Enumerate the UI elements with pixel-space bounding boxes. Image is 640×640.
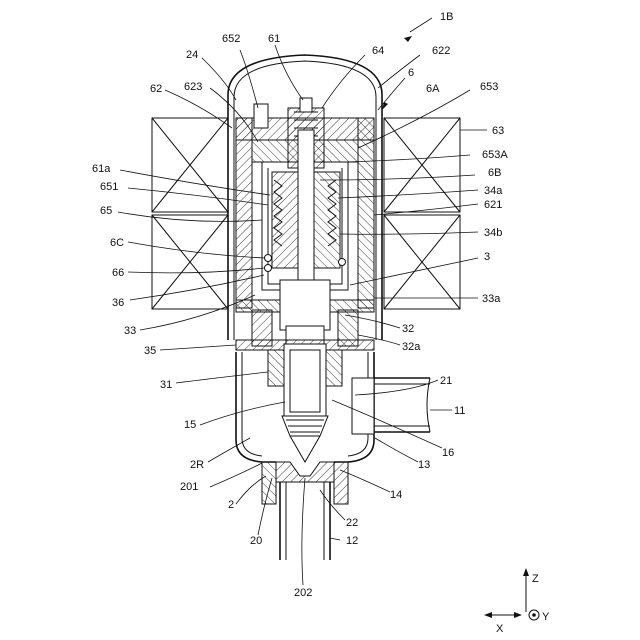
label-202: 202 <box>294 587 312 599</box>
label-20: 20 <box>250 535 262 547</box>
valve-body-upper <box>236 280 374 350</box>
coordinate-axes: Z X Y <box>484 568 550 635</box>
label-652: 652 <box>222 33 240 45</box>
coil-left <box>152 118 228 309</box>
label-35: 35 <box>144 345 156 357</box>
label-12: 12 <box>346 535 358 547</box>
valve-needle <box>282 416 328 462</box>
label-24: 24 <box>186 49 198 61</box>
label-621: 621 <box>484 199 502 211</box>
label-21: 21 <box>440 375 452 387</box>
label-6B: 6B <box>488 167 501 179</box>
coil-right <box>384 118 460 309</box>
label-61: 61 <box>268 33 280 45</box>
label-33a: 33a <box>482 293 501 305</box>
label-651: 651 <box>100 181 118 193</box>
label-16: 16 <box>442 447 454 459</box>
label-622: 622 <box>432 45 450 57</box>
label-653: 653 <box>480 81 498 93</box>
label-34b: 34b <box>484 227 502 239</box>
label-2R: 2R <box>190 459 204 471</box>
label-62: 62 <box>150 83 162 95</box>
label-623: 623 <box>184 81 202 93</box>
figure-id: 1B <box>440 11 453 23</box>
label-61a: 61a <box>92 163 111 175</box>
label-6: 6 <box>408 67 414 79</box>
label-201: 201 <box>180 481 198 493</box>
label-14: 14 <box>390 489 402 501</box>
label-6A: 6A <box>426 83 440 95</box>
label-13: 13 <box>418 459 430 471</box>
label-22: 22 <box>346 517 358 529</box>
label-34a: 34a <box>484 185 503 197</box>
label-6C: 6C <box>110 237 124 249</box>
label-32: 32 <box>402 323 414 335</box>
label-3: 3 <box>484 251 490 263</box>
label-11: 11 <box>454 405 465 417</box>
axis-x-label: X <box>496 623 504 635</box>
label-2: 2 <box>228 499 234 511</box>
label-653A: 653A <box>482 149 508 161</box>
label-15: 15 <box>184 419 196 431</box>
label-33: 33 <box>124 325 136 337</box>
arrow-6 <box>382 102 388 110</box>
label-63: 63 <box>492 125 504 137</box>
label-66: 66 <box>112 267 124 279</box>
axis-z-label: Z <box>532 573 539 585</box>
axis-y-label: Y <box>542 611 550 623</box>
label-32a: 32a <box>402 341 421 353</box>
label-64: 64 <box>372 45 384 57</box>
arrow-1b <box>404 36 412 42</box>
label-31: 31 <box>160 379 172 391</box>
label-36: 36 <box>112 297 124 309</box>
label-65: 65 <box>100 205 112 217</box>
